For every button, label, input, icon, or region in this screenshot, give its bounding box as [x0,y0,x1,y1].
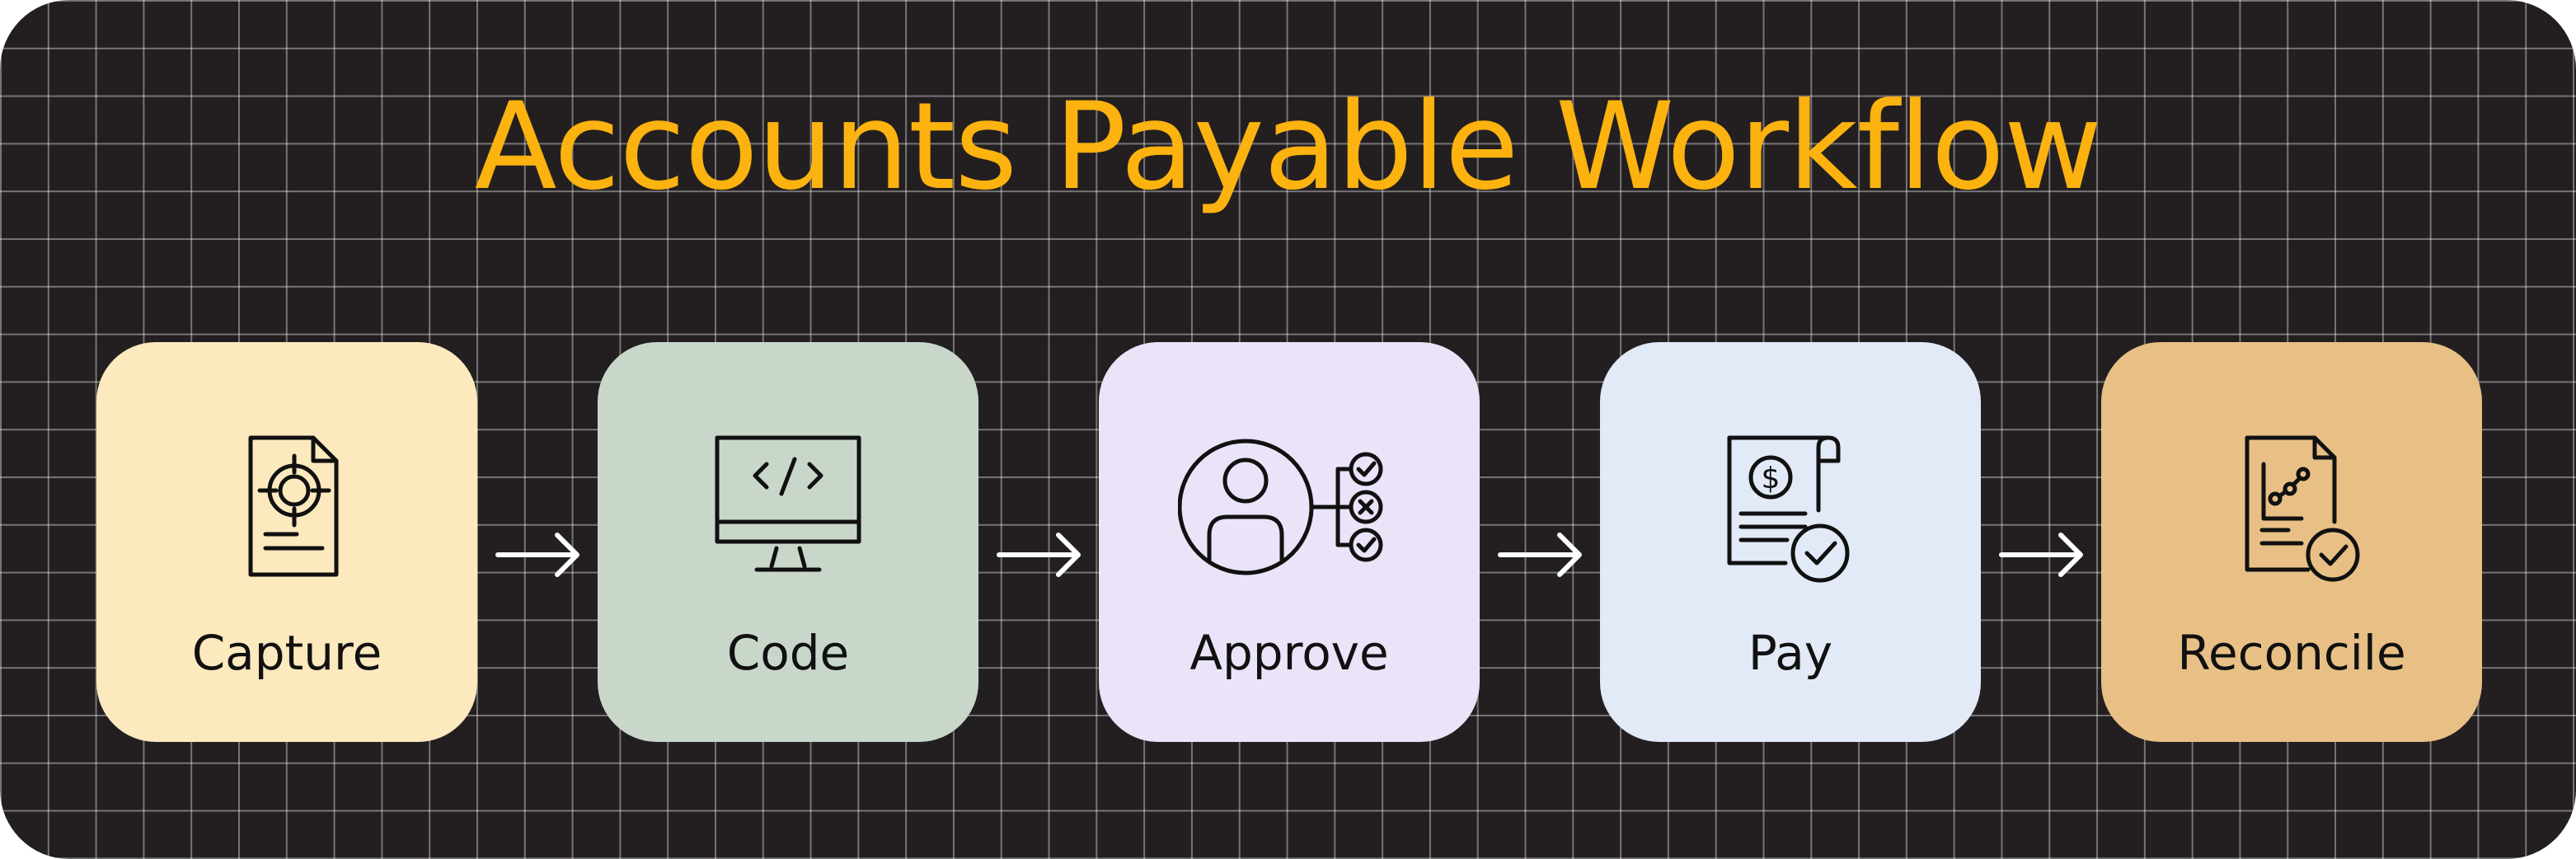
arrow-icon [1498,533,1582,577]
document-target-icon [96,425,477,589]
step-label: Approve [1189,625,1389,681]
report-verified-icon [2101,425,2482,589]
arrow-icon [1999,533,2083,577]
arrow-icon [495,533,579,577]
step-label: Capture [191,625,382,681]
step-label: Pay [1748,625,1833,681]
workflow-title: Accounts Payable Workflow [474,77,2103,217]
step-label: Reconcile [2177,625,2406,681]
step-card-approve: Approve [1099,342,1480,742]
svg-text:$: $ [1762,462,1781,495]
step-label: Code [726,625,850,681]
invoice-paid-icon: $ [1600,425,1981,589]
arrow-icon [997,533,1081,577]
step-card-code: Code [598,342,978,742]
step-card-pay: $ Pay [1600,342,1981,742]
approver-checklist-icon [1099,425,1480,589]
step-card-capture: Capture [96,342,477,742]
code-monitor-icon [598,425,978,589]
step-card-reconcile: Reconcile [2101,342,2482,742]
